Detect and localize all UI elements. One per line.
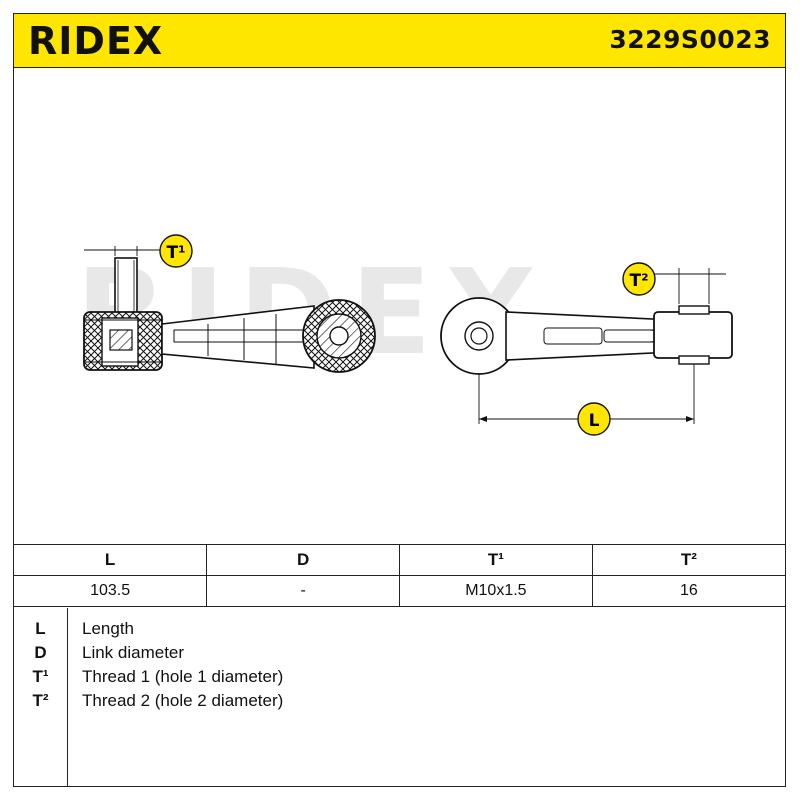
legend-item: T¹ Thread 1 (hole 1 diameter) [14, 667, 785, 691]
svg-text:T²: T² [629, 271, 648, 291]
side-view [83, 246, 376, 373]
legend-item: T² Thread 2 (hole 2 diameter) [14, 691, 785, 715]
spec-value-row: 103.5 - M10x1.5 16 [14, 575, 785, 607]
col-header-d: D [206, 544, 400, 576]
brand-logo: RIDEX [28, 21, 163, 61]
col-header-t1: T¹ [399, 544, 593, 576]
svg-text:T¹: T¹ [166, 243, 185, 263]
part-number: 3229S0023 [609, 25, 771, 54]
legend-text: Thread 1 (hole 1 diameter) [82, 667, 284, 686]
legend-key: D [34, 643, 47, 662]
spec-sheet: RIDEX 3229S0023 RIDEX [13, 13, 786, 787]
legend-text: Thread 2 (hole 2 diameter) [82, 691, 284, 710]
legend-item: D Link diameter [14, 643, 785, 667]
badge-t1: T¹ [159, 234, 193, 268]
technical-drawing: RIDEX [76, 234, 733, 436]
legend-key: T¹ [32, 667, 49, 686]
badge-t2: T² [622, 262, 656, 296]
value-d: - [206, 575, 400, 607]
value-l: 103.5 [14, 575, 208, 607]
legend-key: L [35, 619, 46, 638]
spec-header-row: L D T¹ T² [14, 544, 785, 576]
legend-text: Link diameter [82, 643, 185, 662]
badge-l: L [577, 402, 611, 436]
header-bar: RIDEX 3229S0023 [14, 14, 785, 68]
legend-item: L Length [14, 619, 785, 643]
legend-divider [67, 608, 68, 786]
legend-key: T² [32, 691, 49, 710]
top-view [440, 268, 733, 424]
legend-text: Length [82, 619, 134, 638]
col-header-t2: T² [591, 544, 785, 576]
value-t1: M10x1.5 [399, 575, 593, 607]
svg-text:L: L [589, 411, 600, 431]
col-header-l: L [14, 544, 208, 576]
spec-table: L D T¹ T² 103.5 - M10x1.5 16 [14, 544, 785, 607]
legend: L Length D Link diameter T¹ Thread 1 (ho… [14, 608, 785, 786]
svg-text:RIDEX: RIDEX [28, 21, 163, 61]
value-t2: 16 [591, 575, 785, 607]
